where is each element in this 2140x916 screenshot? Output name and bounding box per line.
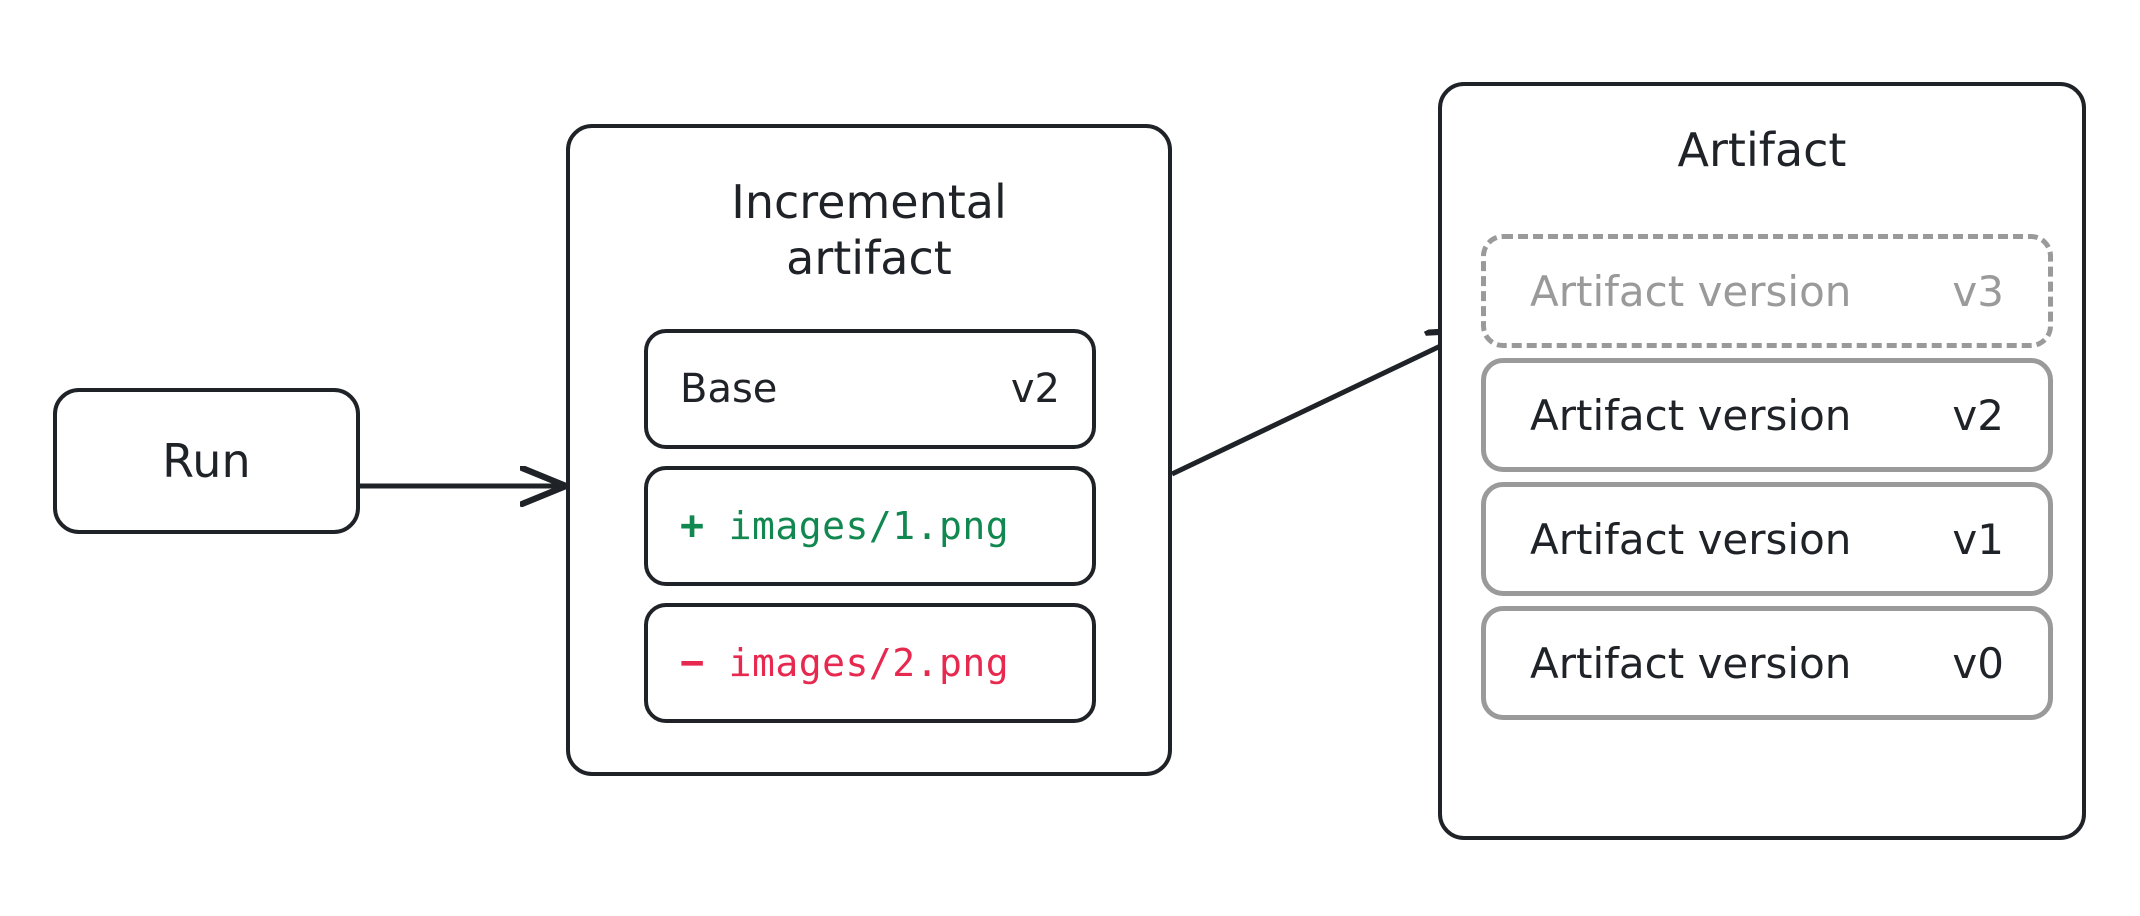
artifact-panel[interactable]: Artifact Artifact version v3 Artifact ve… (1438, 82, 2086, 840)
base-version: v2 (1010, 366, 1060, 412)
base-label: Base (680, 366, 778, 412)
artifact-version-number: v0 (1952, 638, 2004, 688)
arrow-incremental-to-artifact (1170, 330, 1474, 477)
added-file-path: images/1.png (728, 504, 1010, 548)
incremental-artifact-rows: Base v2 + images/1.png − images/2.png (644, 329, 1096, 723)
artifact-version-label: Artifact version (1530, 266, 1852, 316)
artifact-version-v2[interactable]: Artifact version v2 (1481, 358, 2053, 472)
incremental-row-removed[interactable]: − images/2.png (644, 603, 1096, 723)
incremental-row-added[interactable]: + images/1.png (644, 466, 1096, 586)
artifact-version-v1[interactable]: Artifact version v1 (1481, 482, 2053, 596)
artifact-version-label: Artifact version (1530, 638, 1852, 688)
artifact-title: Artifact (1677, 123, 1847, 177)
incremental-row-base[interactable]: Base v2 (644, 329, 1096, 449)
incremental-artifact-panel[interactable]: Incremental artifact Base v2 + images/1.… (566, 124, 1172, 776)
removed-file-path: images/2.png (728, 641, 1010, 685)
run-node[interactable]: Run (53, 388, 360, 534)
run-label: Run (162, 434, 251, 488)
artifact-version-number: v1 (1952, 514, 2004, 564)
artifact-version-label: Artifact version (1530, 390, 1852, 440)
minus-icon: − (680, 640, 705, 686)
artifact-version-v0[interactable]: Artifact version v0 (1481, 606, 2053, 720)
artifact-version-list: Artifact version v3 Artifact version v2 … (1481, 234, 2053, 720)
artifact-version-number: v3 (1952, 266, 2004, 316)
artifact-version-label: Artifact version (1530, 514, 1852, 564)
artifact-version-v3[interactable]: Artifact version v3 (1481, 234, 2053, 348)
artifact-version-number: v2 (1952, 390, 2004, 440)
plus-icon: + (680, 503, 705, 549)
incremental-artifact-title: Incremental artifact (731, 175, 1007, 285)
